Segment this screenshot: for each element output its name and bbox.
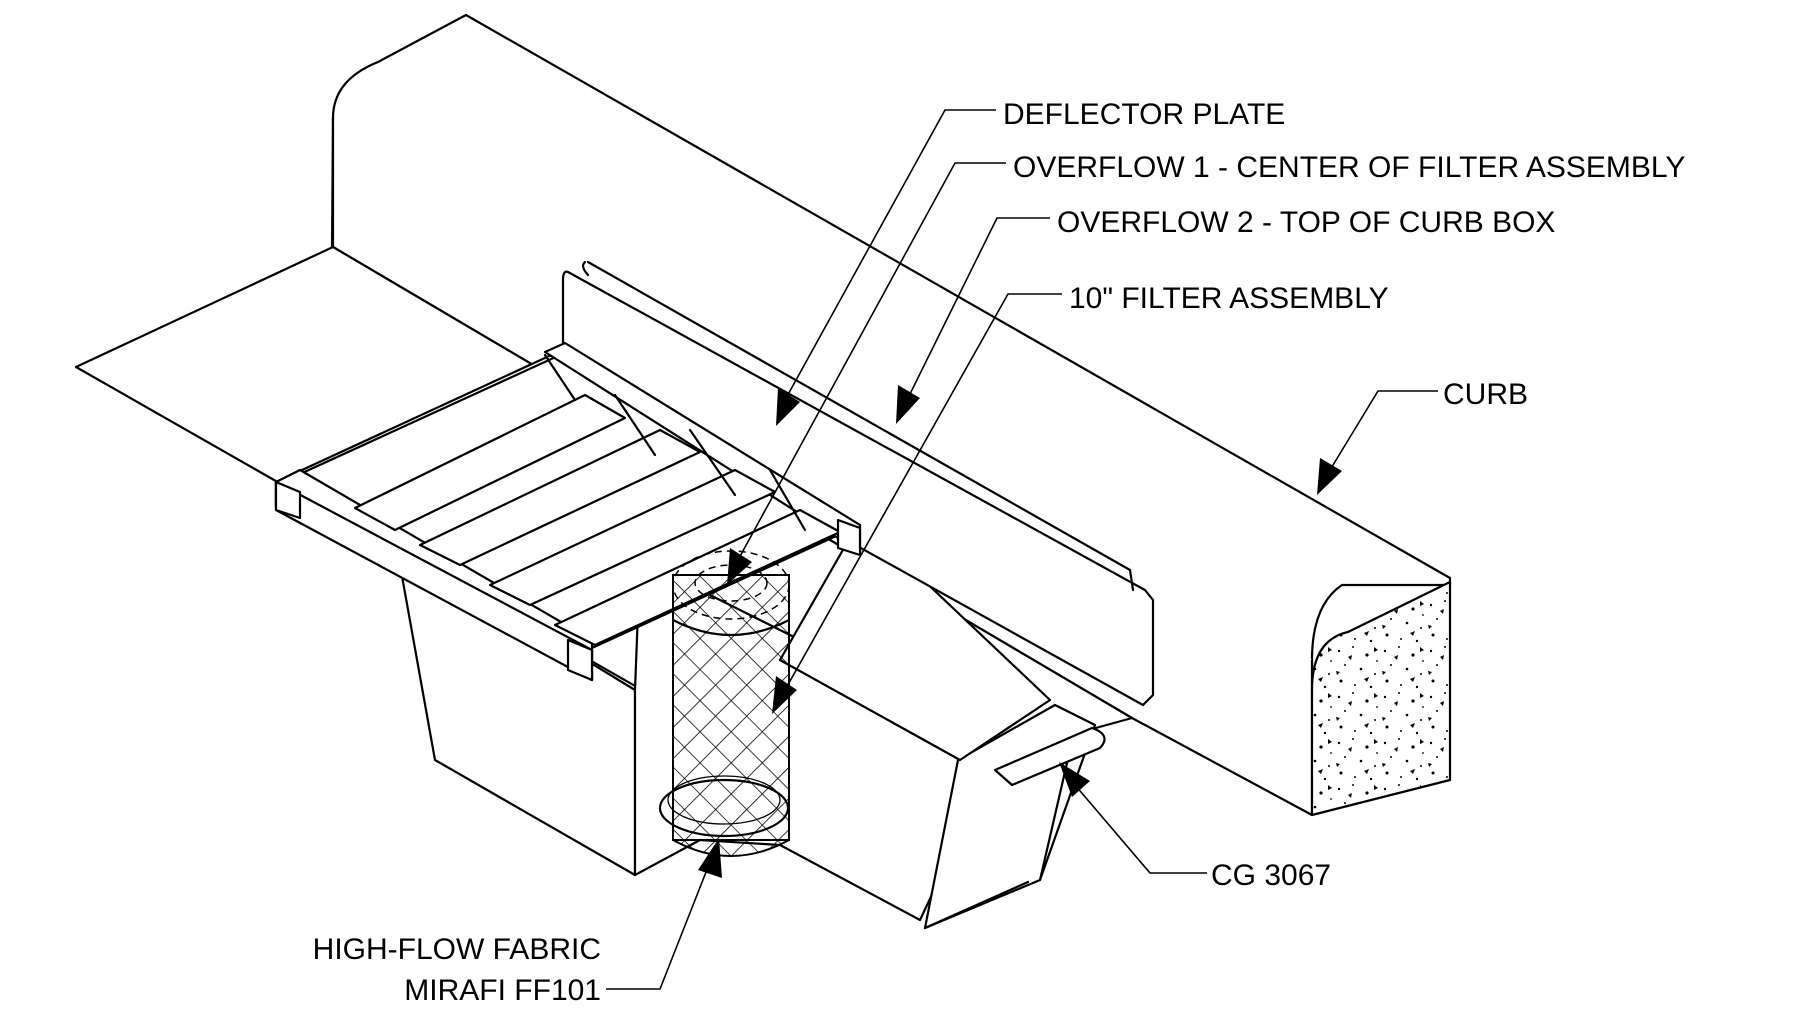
leader-lines	[606, 109, 1438, 990]
label-deflector-plate: DEFLECTOR PLATE	[1003, 98, 1285, 131]
label-curb: CURB	[1443, 378, 1528, 411]
label-overflow-2: OVERFLOW 2 - TOP OF CURB BOX	[1057, 206, 1555, 239]
label-overflow-1: OVERFLOW 1 - CENTER OF FILTER ASSEMBLY	[1013, 151, 1685, 184]
label-filter-assembly: 10" FILTER ASSEMBLY	[1069, 282, 1389, 315]
label-cg-3067: CG 3067	[1211, 859, 1331, 892]
label-fabric-line2: MIRAFI FF101	[404, 974, 601, 1007]
filter-assembly	[671, 550, 791, 857]
curb-concrete-section	[1310, 580, 1452, 817]
labels: DEFLECTOR PLATE OVERFLOW 1 - CENTER OF F…	[313, 98, 1686, 1007]
label-fabric-line1: HIGH-FLOW FABRIC	[313, 933, 601, 966]
